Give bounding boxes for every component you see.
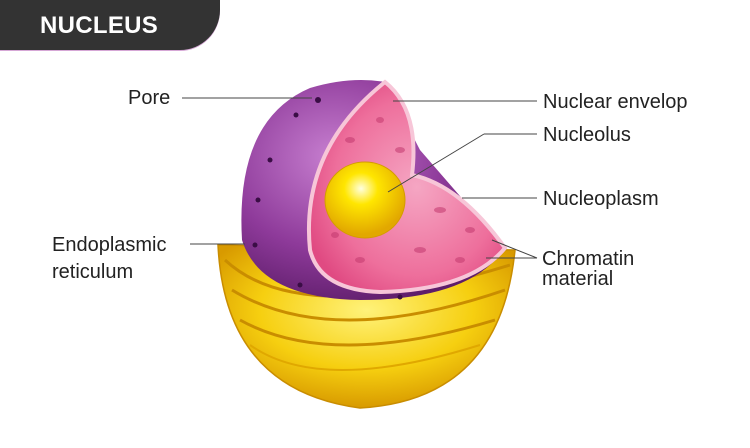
nucleoplasm <box>307 79 508 295</box>
leader-lines <box>182 97 538 259</box>
nucleolus <box>324 161 406 239</box>
label-nucleolus: Nucleolus <box>543 124 631 146</box>
label-pore: Pore <box>128 87 171 109</box>
label-chromatin-line2: material <box>542 268 614 290</box>
label-nuclear-envelope: Nuclear envelop <box>543 91 688 113</box>
pore-dots <box>252 97 403 300</box>
label-nucleoplasm: Nucleoplasm <box>543 188 659 210</box>
page-title: NUCLEUS <box>40 12 159 39</box>
label-er-line1: Endoplasmic <box>52 234 167 256</box>
chromatin-material <box>331 117 475 263</box>
label-er-line2: reticulum <box>52 261 134 283</box>
label-chromatin-line1: Chromatin <box>542 248 635 270</box>
title-bar: NUCLEUS <box>0 0 220 50</box>
